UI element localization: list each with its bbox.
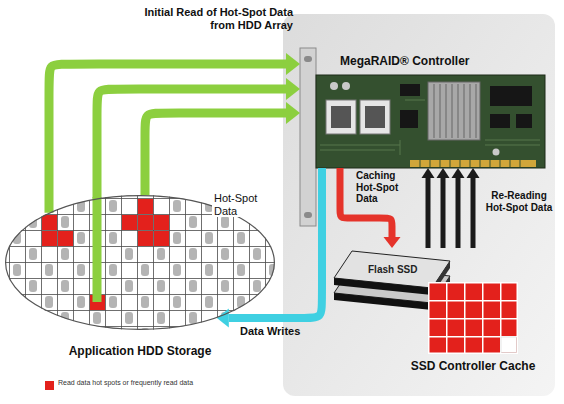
- arrow-head: [286, 53, 300, 75]
- empty-cache-cell: [501, 337, 517, 353]
- cache-cells: [428, 282, 518, 354]
- data-flow-arrow: [437, 168, 450, 248]
- arrow-head: [217, 309, 229, 328]
- storage-caption: Application HDD Storage: [69, 345, 212, 359]
- pcie-fingers: [410, 160, 536, 167]
- finger-gaps: [420, 160, 520, 167]
- ssd-cache-grid: [428, 282, 518, 354]
- callout-label: Hot-Spot Data: [212, 192, 268, 217]
- arrow-head: [452, 168, 465, 178]
- sas-connector: [360, 100, 390, 134]
- chip: [516, 114, 532, 128]
- ssd-label: Flash SSD: [368, 264, 417, 276]
- ssd-front: [334, 293, 432, 310]
- arrow-head: [286, 78, 300, 100]
- hot-spot-cell: [122, 215, 137, 230]
- cache-grid-lines: [428, 282, 518, 354]
- hot-spot-cell: [154, 231, 169, 246]
- chip: [400, 84, 420, 96]
- controller-card: MegaRAID® Controller: [300, 52, 545, 168]
- chip: [400, 110, 418, 128]
- arrow-line: [49, 64, 286, 213]
- connector-slot: [331, 106, 351, 128]
- data-flow-arrow: [422, 168, 435, 248]
- hot-spot-cell: [138, 215, 153, 230]
- chip: [490, 86, 532, 106]
- hot-spot-cell: [58, 231, 73, 246]
- legend-swatch: [45, 381, 54, 390]
- data-flow-arrow: [145, 102, 300, 195]
- card-title: MegaRAID® Controller: [340, 55, 470, 69]
- data-flow-arrow: [467, 168, 480, 248]
- cache-caption: SSD Controller Cache: [411, 360, 536, 374]
- arrow-line: [456, 178, 461, 248]
- ssd-cache: Flash SSD SSD Controller Cache: [295, 248, 553, 383]
- hot-spot-cell: [42, 231, 57, 246]
- chip: [490, 114, 510, 128]
- hot-spot-cells: [42, 199, 169, 310]
- connector-slot: [365, 106, 385, 128]
- heatsink: [428, 82, 480, 140]
- arrow-label: Caching Hot-Spot Data: [356, 170, 416, 205]
- bracket-hole: [304, 212, 312, 218]
- card-bracket: [300, 48, 316, 226]
- arrow-line: [229, 168, 322, 318]
- ssd-front: [334, 278, 432, 295]
- arrow-head: [437, 168, 450, 178]
- arrow-label: Initial Read of Hot-Spot Data from HDD A…: [137, 6, 293, 31]
- arrow-head: [422, 168, 435, 178]
- arrow-head: [384, 237, 401, 248]
- arrow-line: [145, 113, 286, 195]
- data-flow-arrow: [97, 78, 300, 199]
- capacitor: [342, 82, 350, 90]
- data-flow-arrow: [452, 168, 465, 248]
- arrow-label: Re-Reading Hot-Spot Data: [483, 190, 555, 213]
- arrow-label: Data Writes: [240, 325, 300, 338]
- arrow-head: [286, 102, 300, 124]
- arrow-line: [471, 178, 476, 248]
- read-arrow-stub: [93, 197, 102, 302]
- arrow-line: [426, 178, 431, 248]
- hot-spot-cell: [154, 215, 169, 230]
- legend-text: Read data hot spots or frequently read d…: [58, 379, 193, 387]
- hot-spot-cell: [138, 199, 153, 214]
- bracket-hole: [304, 56, 312, 62]
- capacitor: [330, 82, 338, 90]
- circuit-board: [316, 75, 545, 168]
- arrow-line: [97, 89, 286, 199]
- sas-connector: [326, 100, 356, 134]
- arrow-line: [441, 178, 446, 248]
- capacitor: [493, 149, 500, 156]
- data-flow-arrow: [49, 53, 300, 213]
- heatsink-fins: [434, 84, 476, 138]
- arrow-head: [467, 168, 480, 178]
- hot-spot-cell: [42, 215, 57, 230]
- hot-spot-cell: [138, 231, 153, 246]
